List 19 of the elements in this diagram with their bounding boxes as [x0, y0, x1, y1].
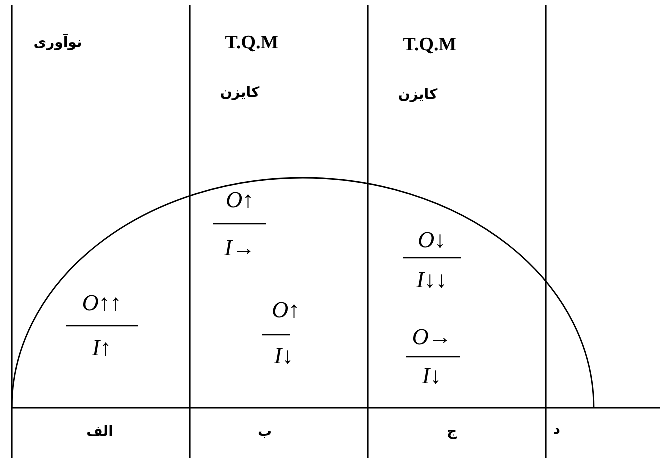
ratio-denominator: I→ [224, 236, 256, 260]
ratio-denominator: I↓ [422, 364, 442, 388]
section-label: الف [86, 425, 114, 439]
column-heading: کایزن [220, 86, 260, 100]
ratio-numerator: O↑↑ [82, 292, 122, 314]
ratio-numerator: O→ [412, 326, 452, 348]
ratio-denominator: I↓↓ [416, 268, 448, 292]
ratio-numerator: O↓ [418, 228, 446, 252]
section-label: ب [258, 425, 272, 439]
ratio-denominator: I↓ [274, 344, 294, 368]
ratio-numerator: O↑ [226, 188, 254, 212]
column-heading: T.Q.M [225, 34, 279, 52]
column-heading: کایزن [398, 88, 438, 102]
column-heading: نوآوری [34, 36, 82, 50]
ratio-denominator: I↑ [92, 336, 112, 360]
section-label: د [553, 423, 561, 437]
ratio-numerator: O↑ [272, 298, 300, 322]
column-heading: T.Q.M [403, 36, 457, 54]
section-label: ج [446, 425, 458, 439]
